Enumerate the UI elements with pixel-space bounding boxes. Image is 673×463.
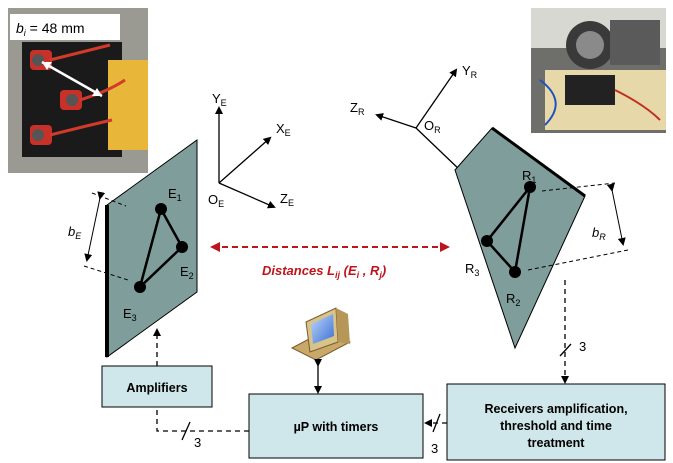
svg-text:E2: E2 [180,264,194,281]
emitter-point-e1 [155,203,167,215]
amplifiers-label: Amplifiers [126,381,187,395]
up-to-amplifiers [156,407,249,432]
receiver-point-r2 [509,266,521,278]
bus-label-left: 3 [194,435,201,450]
receivers-label-line2: threshold and time [500,419,612,433]
receiver-dimension [527,182,629,271]
receiver-photo [531,8,666,133]
receiver-point-r3 [481,235,493,247]
baseline-arrow [41,60,103,98]
svg-text:bE: bE [68,224,82,241]
photo-caption: bi = 48 mm [16,20,85,38]
emitter-point-e3 [134,281,146,293]
svg-text:R3: R3 [465,261,479,278]
emitter-triangle [137,205,184,291]
svg-text:R2: R2 [506,291,520,308]
svg-text:XE: XE [276,121,291,138]
up-timers-label: µP with timers [294,420,379,434]
svg-text:ZE: ZE [280,191,294,208]
svg-text:R1: R1 [522,168,536,185]
bus-label-right: 3 [579,339,586,354]
bus-label-middle: 3 [431,441,438,456]
bus-slashes [181,343,572,441]
svg-text:bR: bR [592,225,606,242]
emitter-point-e2 [176,241,188,253]
up-timers-box [248,393,424,459]
receiver-panel [454,126,586,350]
svg-text:YR: YR [462,63,478,80]
amplifiers-box [101,365,213,408]
distance-label: Distances Lij (Ei , Rj) [262,263,386,280]
svg-text:OR: OR [424,118,441,135]
emitter-frame [215,106,276,209]
svg-text:YE: YE [212,91,227,108]
receiver-point-r1 [524,181,536,193]
emitter-panel [105,139,198,358]
receivers-label-line3: treatment [528,436,586,450]
receivers-label-line1: Receivers amplification, [484,402,627,416]
receiver-frame [375,68,464,174]
svg-text:E3: E3 [123,306,137,323]
receivers-box [446,383,666,461]
emitter-dimension [83,191,129,281]
svg-text:ZR: ZR [350,100,365,117]
emitter-photo [8,8,148,173]
computer-icon [290,307,352,361]
receiver-triangle [485,186,532,275]
svg-text:OE: OE [208,192,224,209]
svg-text:E1: E1 [168,186,182,203]
